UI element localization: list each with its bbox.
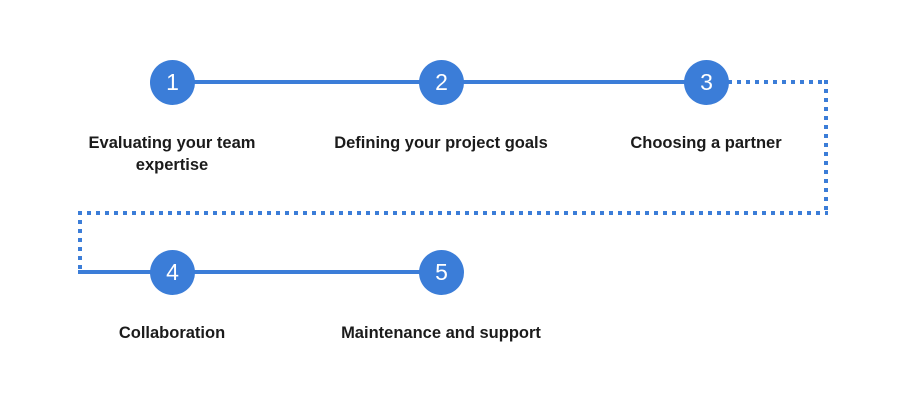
connector-step2-step3 [460, 80, 710, 84]
step-number-5: 5 [435, 259, 448, 285]
step-node-2[interactable]: 2 [419, 60, 464, 105]
step-node-3[interactable]: 3 [684, 60, 729, 105]
step-node-4[interactable]: 4 [150, 250, 195, 295]
connector-step3-step4-right-segment [824, 80, 828, 215]
connector-step3-step4-left-segment [78, 211, 82, 272]
step-caption-1: Evaluating your team expertise [88, 134, 256, 174]
connector-step4-step5 [190, 270, 446, 274]
connector-step1-step2 [190, 80, 446, 84]
connector-step3-step4-top-segment [728, 80, 828, 84]
step-caption-3: Choosing a partner [630, 134, 782, 152]
step-number-4: 4 [166, 259, 179, 285]
step-number-1: 1 [166, 69, 179, 95]
step-node-1[interactable]: 1 [150, 60, 195, 105]
step-caption-5: Maintenance and support [341, 324, 541, 342]
connector-step3-step4-middle-segment [78, 211, 828, 215]
step-number-3: 3 [700, 69, 713, 95]
step-caption-4: Collaboration [118, 324, 226, 342]
step-node-5[interactable]: 5 [419, 250, 464, 295]
step-number-2: 2 [435, 69, 448, 95]
connector-entry-step4 [78, 270, 178, 274]
step-caption-2: Defining your project goals [334, 134, 548, 152]
